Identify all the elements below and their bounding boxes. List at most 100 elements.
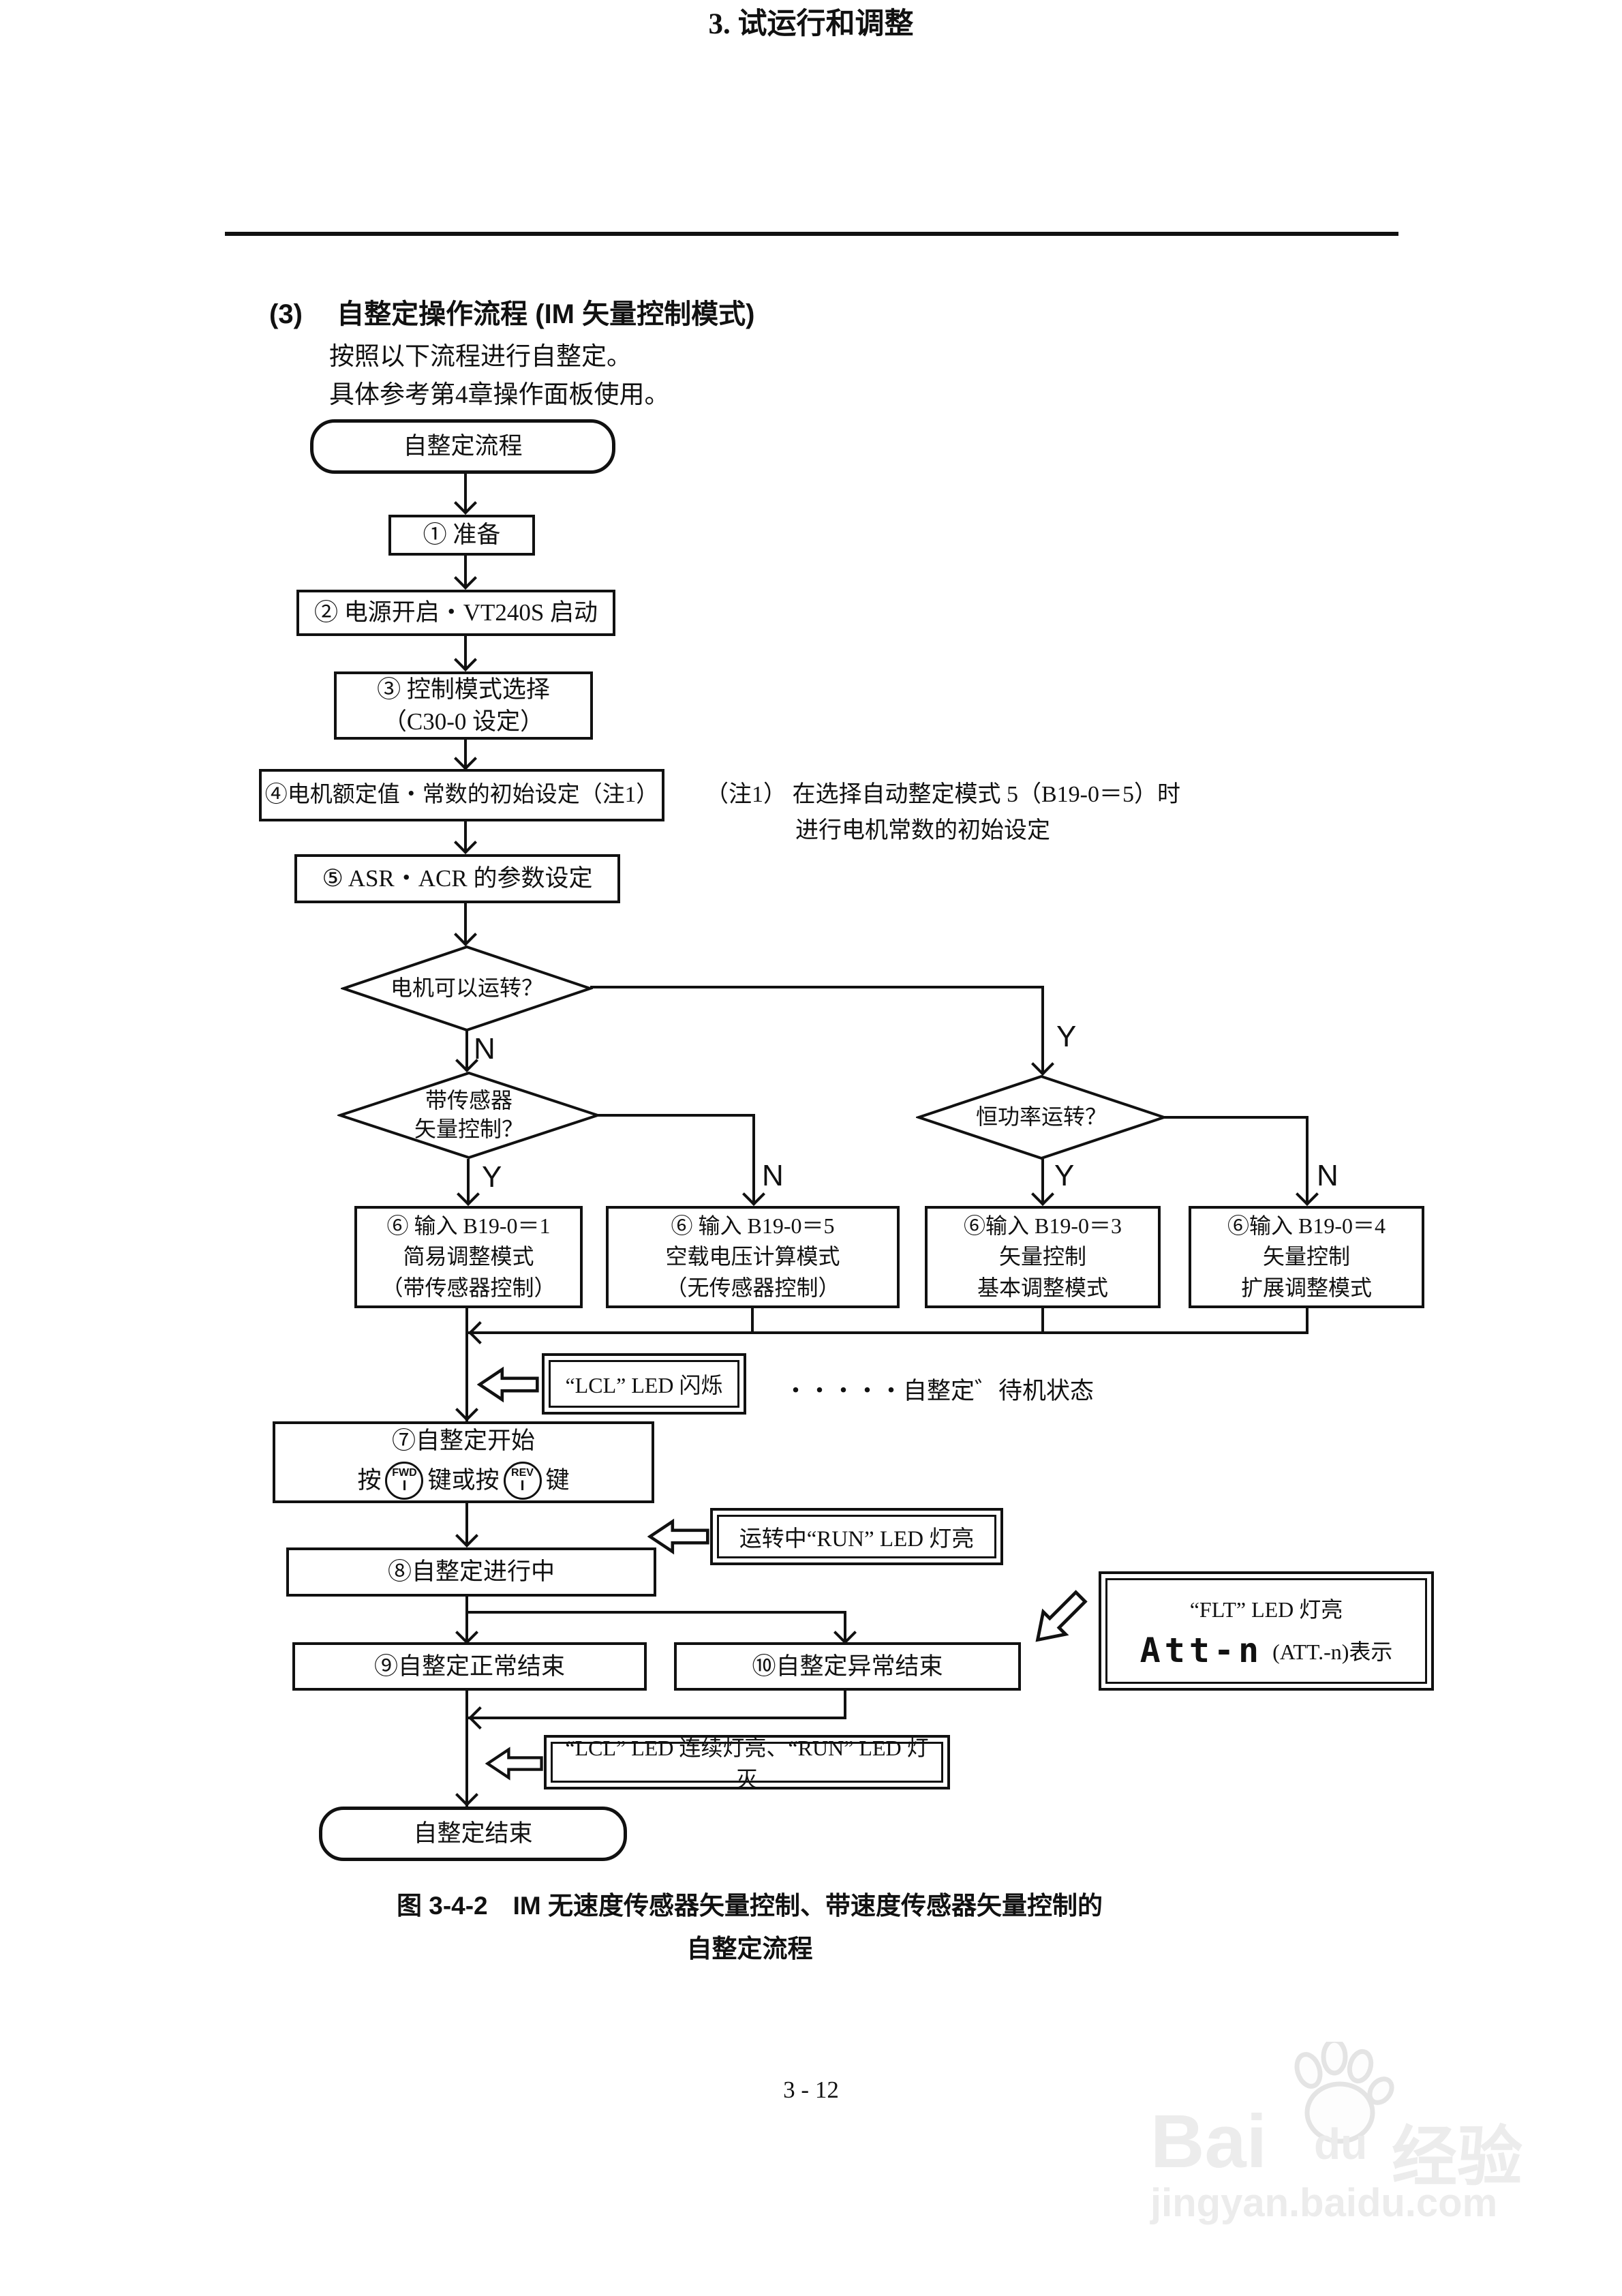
flow-step-2-label: ② 电源开启・VT240S 启动: [313, 599, 598, 626]
flow-line: [1041, 1308, 1044, 1334]
flow-step-3-line1: ③ 控制模式选择: [377, 676, 550, 703]
diamond-shape: [337, 1071, 600, 1160]
mode-box-3-line2: 矢量控制: [998, 1244, 1086, 1269]
flow-step-7: ⑦自整定开始 按 FWD I 键或按 REV I 键: [273, 1421, 654, 1503]
decision-motor-can-run: 电机可以运转？: [341, 945, 593, 1032]
flow-step-3: ③ 控制模式选择 （C30-0 设定）: [334, 671, 593, 740]
arrowhead-icon: [454, 492, 477, 515]
watermark-jingyan: 经验: [1392, 2121, 1522, 2194]
figure-caption-line1: 图 3-4-2 IM 无速度传感器矢量控制、带速度传感器矢量控制的: [396, 1892, 1103, 1920]
or-press-label: 键或按: [427, 1467, 500, 1494]
flow-line: [1306, 1308, 1309, 1334]
flow-step-4: ④电机额定值・常数的初始设定（注1）: [259, 769, 664, 821]
watermark-bai: Bai: [1150, 2100, 1268, 2184]
flow-split-line: [465, 1611, 846, 1614]
flow-line: [751, 1308, 754, 1334]
arrowhead-icon: [833, 1621, 857, 1644]
press-label: 按: [357, 1467, 382, 1494]
flow-line: [465, 1331, 468, 1421]
arrowhead-icon: [468, 1321, 491, 1344]
decision1-yes-label: Y: [1056, 1020, 1077, 1053]
page-header: 3. 试运行和调整: [708, 8, 914, 40]
arrowhead-icon: [455, 1398, 478, 1421]
mode-box-2: ⑥ 输入 B19-0＝5 空载电压计算模式 （无传感器控制）: [606, 1206, 900, 1308]
standby-annotation: ・・・・・自整定゛待机状态: [784, 1378, 1095, 1404]
mode-box-2-line3: （无传感器控制）: [665, 1275, 840, 1300]
flow-line-no-branch: [1164, 1116, 1309, 1119]
flow-line: [465, 1308, 468, 1334]
decision-with-sensor: 带传感器 矢量控制？: [337, 1071, 600, 1160]
flow-line: [464, 636, 467, 670]
hollow-arrow-left-icon: [477, 1366, 539, 1403]
mode-box-4-line3: 扩展调整模式: [1240, 1275, 1372, 1300]
diamond-shape: [341, 945, 593, 1032]
seven-segment-display: Att-n: [1139, 1630, 1264, 1670]
flow-step-8: ⑧自整定进行中: [286, 1547, 656, 1597]
figure-caption: 图 3-4-2 IM 无速度传感器矢量控制、带速度传感器矢量控制的 自整定流程: [293, 1885, 1206, 1971]
flow-line: [465, 1611, 468, 1642]
flow-step-4-label: ④电机额定值・常数的初始设定（注1）: [264, 783, 659, 808]
flow-step-10: ⑩自整定异常结束: [674, 1642, 1021, 1691]
mode-box-1: ⑥ 输入 B19-0＝1 简易调整模式 （带传感器控制）: [354, 1206, 583, 1308]
mode-box-4: ⑥输入 B19-0＝4 矢量控制 扩展调整模式: [1189, 1206, 1424, 1308]
flow-line: [467, 1159, 470, 1205]
decision-constant-power-label: 恒功率运转？: [975, 1104, 1107, 1130]
figure-caption-line2: 自整定流程: [686, 1934, 813, 1963]
flow-step-1-label: ① 准备: [423, 522, 501, 549]
lcl-continuous-callout: “LCL” LED 连续灯亮、“RUN” LED 灯灭: [544, 1735, 950, 1792]
decision-with-sensor-line1: 带传感器: [425, 1088, 512, 1113]
watermark-du: du: [1314, 2119, 1368, 2169]
decision-motor-can-run-label: 电机可以运转？: [390, 976, 543, 1001]
decision3-yes-label: Y: [1054, 1159, 1075, 1192]
flt-callout: “FLT” LED 灯亮 Att-n (ATT.-n)表示: [1099, 1571, 1434, 1691]
baidu-paw-icon: [1294, 2042, 1394, 2144]
lcl-blink-callout: “LCL” LED 闪烁: [542, 1353, 746, 1415]
flow-start-terminal: 自整定流程: [310, 419, 615, 474]
rev-key-label: REV: [511, 1467, 534, 1479]
section-heading: (3) 自整定操作流程 (IM 矢量控制模式): [269, 292, 754, 331]
mode-box-2-line2: 空载电压计算模式: [665, 1244, 840, 1269]
flow-end-label: 自整定结束: [413, 1820, 533, 1847]
mode-box-3: ⑥输入 B19-0＝3 矢量控制 基本调整模式: [925, 1206, 1161, 1308]
flow-step-2: ② 电源开启・VT240S 启动: [296, 590, 615, 636]
fwd-key-label: FWD: [392, 1467, 417, 1479]
arrowhead-icon: [1031, 1053, 1054, 1076]
section-title: 自整定操作流程 (IM 矢量控制模式): [337, 299, 755, 329]
arrowhead-icon: [457, 1183, 480, 1206]
flow-merge-line: [465, 1331, 1309, 1334]
arrowhead-icon: [1031, 1183, 1054, 1206]
decision1-no-label: N: [474, 1032, 495, 1066]
flow-line: [1041, 986, 1044, 1074]
arrowhead-icon: [454, 567, 477, 590]
watermark-url: jingyan.baidu.com: [1150, 2181, 1498, 2225]
flow-step-10-label: ⑩自整定异常结束: [752, 1652, 943, 1680]
run-led-callout: 运转中“RUN” LED 灯亮: [710, 1508, 1003, 1565]
flow-step-7-keys-row: 按 FWD I 键或按 REV I 键: [357, 1461, 570, 1500]
mode-box-1-line3: （带传感器控制）: [381, 1275, 556, 1300]
flow-line: [844, 1611, 846, 1642]
mode-box-1-line1: ⑥ 输入 B19-0＝1: [386, 1213, 551, 1238]
lcl-continuous-label: “LCL” LED 连续灯亮、“RUN” LED 灯灭: [565, 1736, 929, 1792]
flow-line: [1306, 1116, 1309, 1205]
flow-line: [464, 821, 467, 853]
flow-line: [1041, 1159, 1044, 1205]
footnote: （注1） 在选择自动整定模式 5（B19-0＝5）时 进行电机常数的初始设定: [705, 777, 1180, 849]
mode-box-1-line2: 简易调整模式: [403, 1244, 534, 1269]
arrowhead-icon: [468, 1706, 491, 1729]
mode-box-2-line1: ⑥ 输入 B19-0＝5: [671, 1213, 835, 1238]
mode-box-3-line1: ⑥输入 B19-0＝3: [963, 1213, 1122, 1238]
decision3-no-label: N: [1317, 1159, 1338, 1192]
flow-step-5: ⑤ ASR・ACR 的参数设定: [294, 854, 620, 903]
decision-constant-power: 恒功率运转？: [916, 1074, 1167, 1160]
flow-line: [844, 1691, 846, 1719]
decision2-no-label: N: [762, 1159, 784, 1192]
rev-key: REV I: [503, 1461, 542, 1500]
hollow-arrow-diagonal-icon: [1035, 1590, 1088, 1642]
flow-merge-line: [465, 1717, 846, 1719]
intro-line-1: 按照以下流程进行自整定。: [329, 343, 632, 371]
footnote-line1: （注1） 在选择自动整定模式 5（B19-0＝5）时: [705, 782, 1180, 807]
flow-step-5-label: ⑤ ASR・ACR 的参数设定: [322, 865, 593, 892]
header-rule: [225, 232, 1398, 236]
flow-step-9-label: ⑨自整定正常结束: [373, 1652, 565, 1680]
